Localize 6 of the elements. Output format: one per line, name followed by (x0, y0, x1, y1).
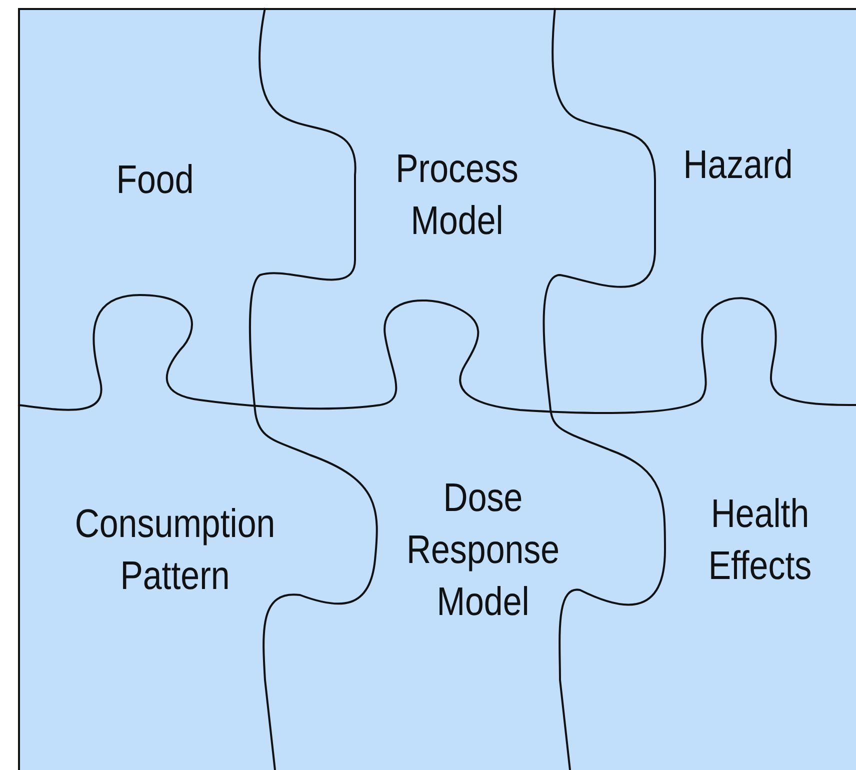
piece-label: Process Model (394, 146, 520, 245)
piece-label: Health Effects (707, 491, 813, 590)
piece-label: Food (115, 157, 195, 204)
piece-label: Hazard (682, 142, 794, 189)
piece-label: Dose Response Model (405, 475, 561, 626)
piece-label: Consumption Pattern (74, 501, 276, 600)
